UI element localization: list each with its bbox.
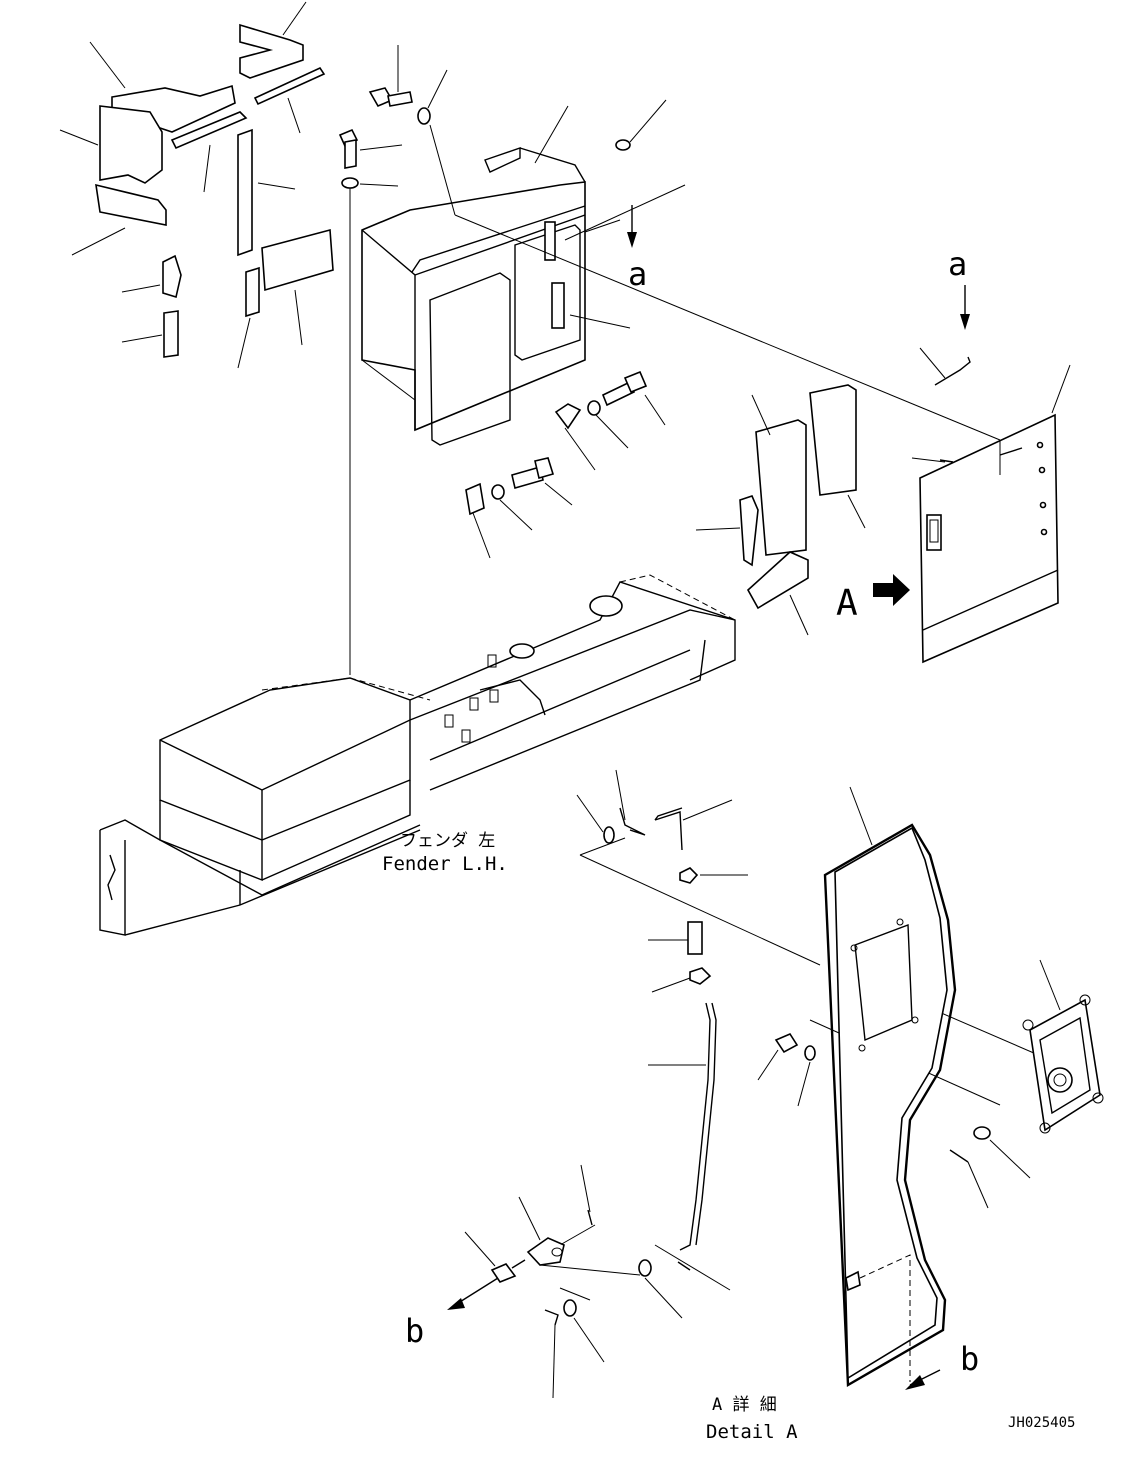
ref-label-a-top: a [628,255,647,293]
ref-label-b-right: b [960,1340,979,1378]
diagram-labels: フェンダ 左 Fender L.H. A a a b b A 詳 細 Detai… [382,245,1075,1443]
fender-label-en: Fender L.H. [382,853,508,875]
detail-label-en: Detail A [706,1421,798,1443]
middle-pads [695,384,866,636]
bolt-set-top [338,45,667,189]
latch-assembly [757,959,1104,1209]
ref-label-a-right: a [948,245,967,283]
drawing-number: JH025405 [1008,1415,1075,1431]
ref-label-b-left: b [405,1312,424,1350]
fender-cover [361,105,686,446]
detail-label-jp: A 詳 細 [712,1395,777,1415]
view-arrow-label-a: A [836,583,858,624]
fender-frame [99,574,736,936]
bolt-set-mid [465,370,666,559]
side-panel [873,285,1071,664]
door-panel [823,786,957,1390]
insulation-pad-set [59,1,334,369]
fender-label-jp: フェンダ 左 [400,831,495,851]
latch-hardware [447,769,748,1399]
